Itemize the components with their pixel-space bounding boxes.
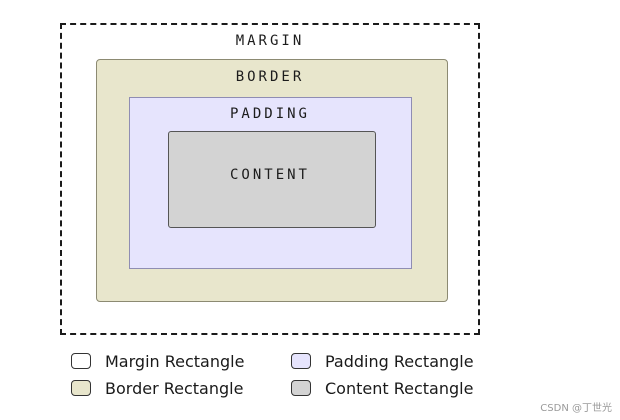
legend-label-content: Content Rectangle [325,378,474,398]
legend-label-margin: Margin Rectangle [105,351,245,371]
legend-swatch-content [291,380,311,396]
legend-item-content: Content Rectangle [291,377,473,399]
legend-swatch-padding [291,353,311,369]
legend-item-border: Border Rectangle [71,377,243,399]
legend-label-border: Border Rectangle [105,378,244,398]
legend-swatch-border [71,380,91,396]
border-label: BORDER [235,69,305,85]
margin-label: MARGIN [235,33,305,49]
padding-label: PADDING [229,106,310,122]
legend-swatch-margin [71,353,91,369]
legend-item-padding: Padding Rectangle [291,350,474,372]
legend-item-margin: Margin Rectangle [71,350,244,372]
content-rectangle [168,131,376,228]
watermark: CSDN @丁世光 [540,403,612,414]
content-label: CONTENT [229,167,310,183]
legend-label-padding: Padding Rectangle [325,351,474,371]
